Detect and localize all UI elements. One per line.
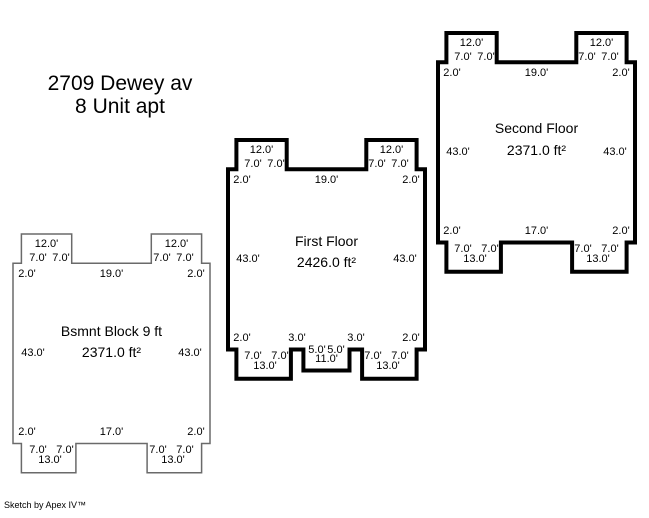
floorplan-first-floor: 12.0' 7.0' 7.0' 12.0' 7.0' 7.0' 2.0' 19.… xyxy=(226,138,427,381)
dim-label: 3.0' xyxy=(347,332,365,344)
dim-label: 2.0' xyxy=(18,426,36,438)
dim-label: 13.0' xyxy=(376,360,400,372)
dim-label: 43.0' xyxy=(603,146,627,158)
dim-label: 2.0' xyxy=(187,268,205,280)
dim-label: 7.0' xyxy=(29,252,47,264)
dim-label: 7.0' xyxy=(574,243,592,255)
dim-label: 7.0' xyxy=(368,158,386,170)
dim-label: 19.0' xyxy=(314,174,339,186)
floor-area: 2371.0 ft² xyxy=(81,344,142,360)
dim-label: 7.0' xyxy=(454,51,472,63)
dim-label: 17.0' xyxy=(524,225,549,237)
dim-label: 13.0' xyxy=(161,454,185,466)
dim-label: 7.0' xyxy=(29,444,47,456)
dim-label: 7.0' xyxy=(267,158,285,170)
dim-label: 7.0' xyxy=(578,51,596,63)
floor-name: Bsmnt Block 9 ft xyxy=(60,323,163,339)
dim-label: 19.0' xyxy=(99,268,124,280)
floorplan-basement: 12.0' 7.0' 7.0' 12.0' 7.0' 7.0' 2.0' 19.… xyxy=(12,233,211,474)
dim-label: 19.0' xyxy=(524,67,549,79)
dim-label: 13.0' xyxy=(586,253,610,265)
dim-label: 7.0' xyxy=(244,158,262,170)
dim-label: 7.0' xyxy=(176,252,194,264)
apex-credit: Sketch by Apex IV™ xyxy=(4,500,87,510)
basement-outline xyxy=(12,233,211,474)
dim-label: 12.0' xyxy=(459,37,484,49)
dim-label: 2.0' xyxy=(18,268,36,280)
first-floor-outline xyxy=(226,138,427,381)
dim-label: 7.0' xyxy=(477,51,495,63)
dim-label: 43.0' xyxy=(21,347,45,359)
sketch-title-line2: 8 Unit apt xyxy=(75,95,165,118)
dim-label: 13.0' xyxy=(38,454,62,466)
dim-label: 7.0' xyxy=(149,444,167,456)
sketch-title-line1: 2709 Dewey av xyxy=(47,72,193,95)
dim-label: 2.0' xyxy=(612,67,630,79)
dim-label: 7.0' xyxy=(176,444,194,456)
dim-label: 7.0' xyxy=(56,444,74,456)
floor-name: First Floor xyxy=(295,233,358,249)
dim-label: 43.0' xyxy=(393,253,417,265)
dim-label: 43.0' xyxy=(236,253,260,265)
dim-label: 5.0' xyxy=(327,344,345,356)
dim-label: 7.0' xyxy=(244,350,262,362)
dim-label: 5.0' xyxy=(308,344,326,356)
floor-area: 2426.0 ft² xyxy=(296,254,357,270)
floorplan-second-floor: 12.0' 7.0' 7.0' 12.0' 7.0' 7.0' 2.0' 19.… xyxy=(436,31,637,274)
dim-label: 7.0' xyxy=(481,243,499,255)
dim-label: 12.0' xyxy=(164,238,189,250)
dim-label: 12.0' xyxy=(249,144,274,156)
dim-label: 43.0' xyxy=(446,146,470,158)
dim-label: 2.0' xyxy=(233,174,251,186)
dim-label: 7.0' xyxy=(153,252,171,264)
floor-area: 2371.0 ft² xyxy=(506,142,567,158)
dim-label: 11.0' xyxy=(315,353,338,365)
dim-label: 13.0' xyxy=(463,253,487,265)
dim-label: 12.0' xyxy=(34,238,59,250)
dim-label: 7.0' xyxy=(271,350,289,362)
dim-label: 2.0' xyxy=(402,332,420,344)
dim-label: 7.0' xyxy=(601,243,619,255)
dim-label: 3.0' xyxy=(288,332,306,344)
dim-label: 13.0' xyxy=(253,360,277,372)
dim-label: 7.0' xyxy=(52,252,70,264)
dim-label: 2.0' xyxy=(402,174,420,186)
dim-label: 2.0' xyxy=(233,332,251,344)
dim-label: 2.0' xyxy=(443,67,461,79)
dim-label: 12.0' xyxy=(589,37,614,49)
sketch-title: 2709 Dewey av 8 Unit apt xyxy=(48,72,193,118)
dim-label: 7.0' xyxy=(601,51,619,63)
dim-label: 43.0' xyxy=(178,347,202,359)
dim-label: 2.0' xyxy=(443,225,461,237)
second-floor-outline xyxy=(436,31,637,274)
dim-label: 7.0' xyxy=(454,243,472,255)
dim-label: 17.0' xyxy=(99,426,124,438)
dim-label: 7.0' xyxy=(391,350,409,362)
dim-label: 2.0' xyxy=(612,225,630,237)
dim-label: 12.0' xyxy=(379,144,404,156)
dim-label: 2.0' xyxy=(187,426,205,438)
floor-name: Second Floor xyxy=(494,120,579,136)
dim-label: 7.0' xyxy=(391,158,409,170)
dim-label: 7.0' xyxy=(364,350,382,362)
